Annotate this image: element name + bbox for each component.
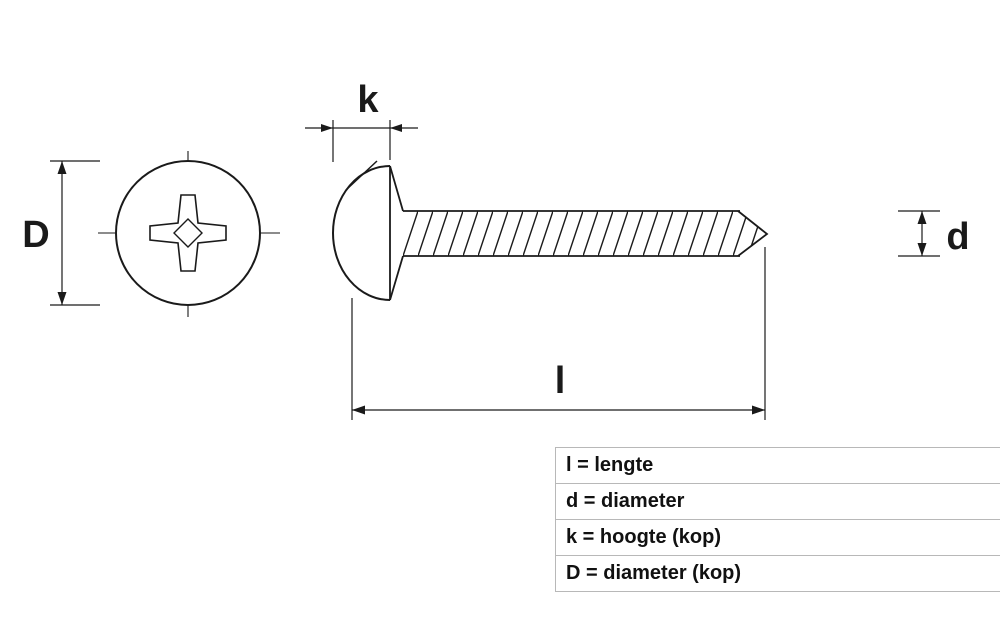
head-cone-upper [389, 165, 404, 212]
legend-text-k: k = hoogte (kop) [566, 526, 721, 548]
head-slot-line [345, 160, 378, 191]
legend-row-d: d = diameter [556, 484, 1000, 520]
dimension-k: k [305, 79, 418, 162]
arrowhead-up-icon [917, 211, 927, 224]
legend-text-d: d = diameter [566, 490, 685, 512]
legend-row-D: D = diameter (kop) [556, 556, 1000, 591]
legend-text-l: l = lengte [566, 454, 654, 476]
arrowhead-down-icon [57, 292, 67, 305]
dimension-l: l [351, 247, 766, 420]
legend-row-k: k = hoogte (kop) [556, 520, 1000, 556]
dimension-label-k: k [357, 79, 379, 121]
arrowhead-up-icon [57, 161, 67, 174]
screw-side-view [331, 160, 769, 301]
screw-top-view [98, 151, 280, 317]
dimension-d: d [898, 210, 970, 258]
dimension-D: D [22, 160, 100, 306]
legend-table: l = lengte d = diameter k = hoogte (kop)… [555, 447, 1000, 592]
legend-text-D: D = diameter (kop) [566, 562, 742, 584]
arrowhead-left-icon [390, 124, 402, 132]
dimension-label-d: d [946, 216, 969, 258]
arrowhead-left-icon [352, 405, 365, 415]
legend-row-l: l = lengte [556, 448, 1000, 484]
arrowhead-right-icon [752, 405, 765, 415]
dimension-label-D: D [22, 214, 49, 256]
phillips-center-diamond [173, 218, 203, 248]
arrowhead-down-icon [917, 243, 927, 256]
phillips-recess-cross [149, 194, 227, 272]
thread-hatching [403, 211, 738, 256]
arrowhead-right-icon [321, 124, 333, 132]
dimension-label-l: l [555, 360, 566, 402]
head-cone-lower [389, 255, 404, 301]
screw-head-dome [331, 165, 391, 301]
screw-tip [737, 210, 769, 257]
